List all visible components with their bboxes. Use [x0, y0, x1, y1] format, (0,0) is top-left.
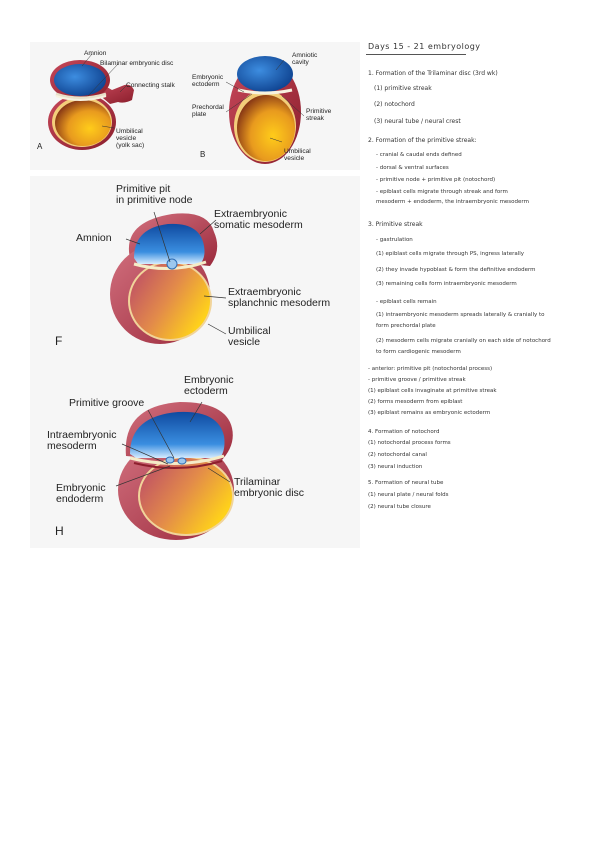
note-line: (1) epiblast cells invaginate at primiti…	[368, 388, 497, 394]
note-line: (2) forms mesoderm from epiblast	[368, 399, 463, 405]
label-primitive-streak: Primitive streak	[306, 108, 332, 123]
note-line: (1) epiblast cells migrate through PS, i…	[376, 251, 525, 257]
note-line: to form cardiogenic mesoderm	[376, 349, 461, 355]
note-line: - epiblast cells migrate through streak …	[376, 189, 508, 195]
panel-a-diagram	[48, 60, 134, 150]
title-underline	[366, 54, 466, 55]
figure-h-diagram	[118, 402, 234, 540]
note-line: - epiblast cells remain	[376, 299, 437, 305]
label-trilaminar-disc: Trilaminar embryonic disc	[234, 476, 305, 500]
note-line: 1. Formation of the Trilaminar disc (3rd…	[368, 70, 498, 77]
label-primitive-pit: Primitive pit in primitive node	[116, 183, 193, 207]
label-amniotic-cavity: Amniotic cavity	[292, 52, 318, 67]
note-line: - cranial & caudal ends defined	[376, 152, 462, 158]
note-line: (2) mesoderm cells migrate cranially on …	[376, 338, 551, 344]
label-intraembryonic-mesoderm: Intraembryonic mesoderm	[47, 429, 117, 453]
panel-b-diagram	[229, 56, 301, 164]
figure-h-illustration	[115, 401, 234, 540]
note-line: 4. Formation of notochord	[368, 429, 440, 435]
panel-letter-h: H	[55, 524, 64, 538]
note-line: - primitive groove / primitive streak	[368, 377, 466, 383]
note-line: (3) remaining cells form intraembryonic …	[376, 281, 517, 287]
figure-top: Amnion Bilaminar embryonic disc Connecti…	[30, 42, 360, 170]
note-line: (1) neural plate / neural folds	[368, 492, 449, 498]
note-line: (3) neural induction	[368, 464, 423, 470]
label-umbilical-vesicle-b: Umbilical vesicle	[284, 148, 311, 163]
note-line: - dorsal & ventral surfaces	[376, 165, 449, 171]
note-line: (2) notochord	[374, 101, 415, 108]
label-embryonic-ectoderm-b: Embryonic ectoderm	[192, 74, 224, 89]
note-line: (1) intraembryonic mesoderm spreads late…	[376, 312, 545, 318]
label-primitive-groove: Primitive groove	[69, 397, 145, 409]
label-umbilical-vesicle-f: Umbilical vesicle	[228, 325, 271, 349]
notes-title: Days 15 - 21 embryology	[368, 42, 481, 51]
note-line: (3) neural tube / neural crest	[374, 118, 461, 125]
label-embryonic-ectoderm-h: Embryonic ectoderm	[184, 374, 234, 398]
panel-letter-b: B	[200, 150, 206, 159]
note-line: - gastrulation	[376, 237, 413, 243]
figure-f-diagram	[110, 213, 218, 344]
note-line: 5. Formation of neural tube	[368, 480, 444, 486]
figure-f: Primitive pit in primitive node Amnion E…	[30, 176, 360, 366]
note-line: 2. Formation of the primitive streak:	[368, 137, 477, 144]
label-extraembryonic-somatic: Extraembryonic somatic mesoderm	[214, 208, 303, 232]
handwritten-notes: Days 15 - 21 embryology 1. Formation of …	[360, 38, 598, 518]
note-line: - anterior: primitive pit (notochordal p…	[368, 366, 493, 372]
note-line: (2) neural tube closure	[368, 504, 431, 510]
figure-top-illustration	[48, 53, 305, 164]
note-line: - primitive node + primitive pit (notoch…	[376, 177, 496, 183]
label-bilaminar-disc: Bilaminar embryonic disc	[100, 60, 174, 67]
figure-h: Embryonic ectoderm Primitive groove Intr…	[30, 366, 360, 548]
label-prechordal-plate: Prechordal plate	[192, 104, 224, 119]
label-embryonic-endoderm: Embryonic endoderm	[56, 482, 106, 506]
note-line: (2) notochordal canal	[368, 452, 427, 458]
label-amnion-f: Amnion	[76, 232, 112, 244]
label-amnion-a: Amnion	[84, 50, 107, 57]
label-extraembryonic-splanchnic: Extraembryonic splanchnic mesoderm	[228, 286, 331, 310]
panel-letter-a: A	[37, 142, 43, 151]
label-connecting-stalk: Connecting stalk	[126, 82, 175, 89]
note-line: (2) they invade hypoblast & form the def…	[376, 267, 536, 273]
note-line: form prechordal plate	[376, 323, 436, 329]
note-line: (1) primitive streak	[374, 85, 432, 92]
panel-letter-f: F	[55, 334, 63, 348]
note-line: 3. Primitive streak	[368, 221, 423, 228]
note-line: (1) notochordal process forms	[368, 440, 451, 446]
note-line: (3) epiblast remains as embryonic ectode…	[368, 410, 491, 416]
note-line: mesoderm + endoderm, the intraembryonic …	[376, 199, 529, 205]
label-umbilical-yolk-sac: Umbilical vesicle (yolk sac)	[116, 128, 145, 150]
figure-f-illustration	[110, 211, 227, 344]
